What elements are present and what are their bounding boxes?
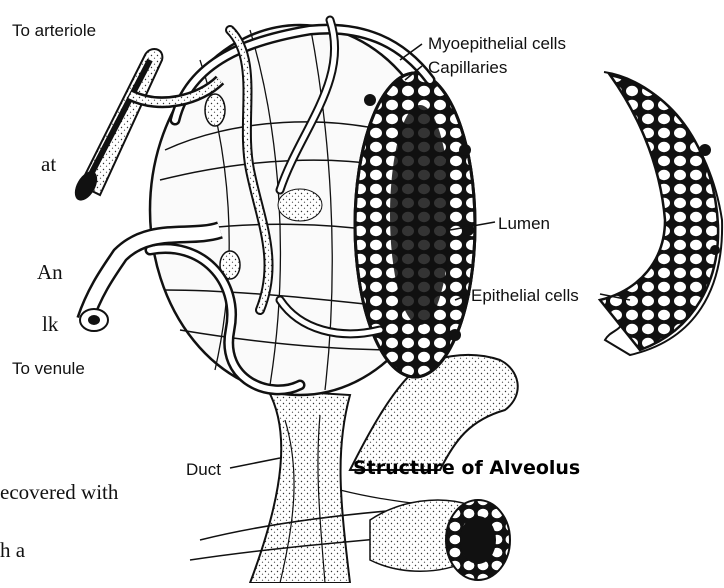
label-lumen: Lumen <box>498 214 550 234</box>
branch-duct <box>340 355 518 508</box>
label-duct: Duct <box>186 460 221 480</box>
epithelial-section-detail <box>600 72 722 355</box>
label-myoepithelial-cells: Myoepithelial cells <box>428 34 566 54</box>
label-epithelial-cells: Epithelial cells <box>471 286 579 306</box>
label-to-arteriole: To arteriole <box>12 21 96 41</box>
text-fragment: lk <box>42 312 58 337</box>
diagram-caption: Structure of Alveolus <box>353 457 580 479</box>
text-fragment: h a <box>0 538 25 563</box>
duct-cross-section <box>370 500 510 580</box>
label-capillaries: Capillaries <box>428 58 507 78</box>
text-fragment: ecovered with <box>0 480 118 505</box>
text-fragment: An <box>37 260 63 285</box>
text-fragment: at <box>41 152 56 177</box>
label-to-venule: To venule <box>12 359 85 379</box>
